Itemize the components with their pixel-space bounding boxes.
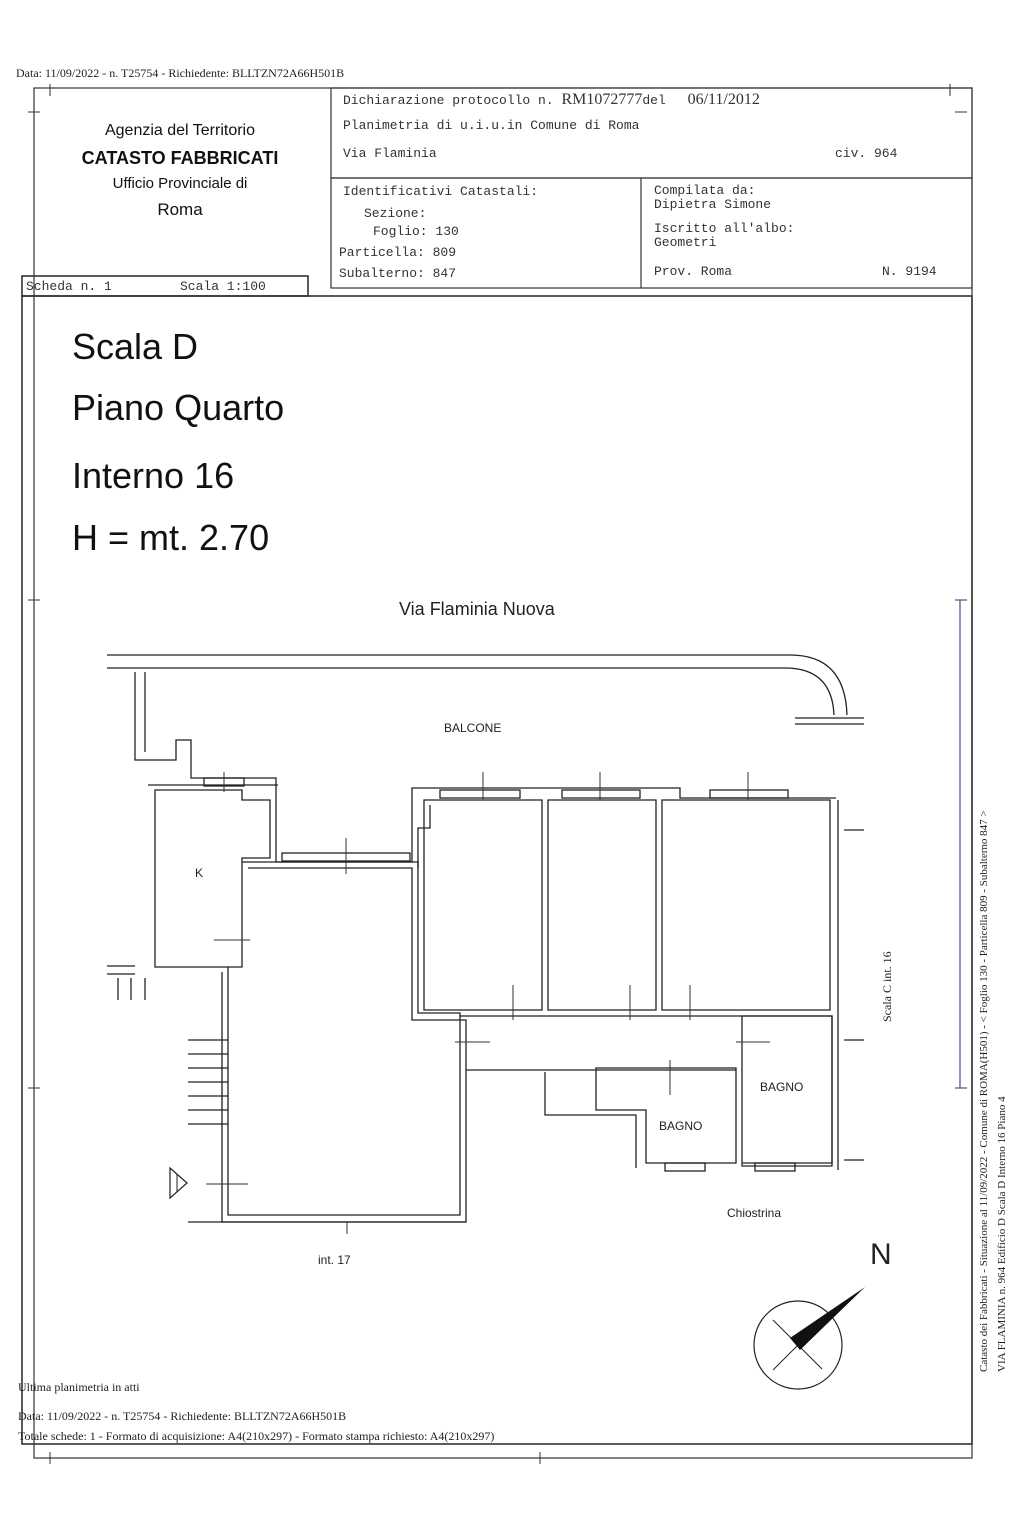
outer-frame	[33, 87, 973, 1459]
side-text-line-2: VIA FLAMINIA n. 964 Edificio D Scala D I…	[996, 1096, 1008, 1372]
chiostrina-label: Chiostrina	[727, 1206, 782, 1220]
scala-c-label: Scala C int. 16	[880, 951, 894, 1022]
footer-data-line: Data: 11/09/2022 - n. T25754 - Richieden…	[18, 1409, 347, 1423]
catastali-subalterno: Subalterno: 847	[339, 266, 457, 281]
drawing-frame	[21, 295, 973, 1445]
compilata-prov: Prov. Roma	[654, 264, 733, 279]
int17-label: int. 17	[318, 1253, 351, 1267]
scala-title: Scala D	[72, 326, 199, 367]
height-title: H = mt. 2.70	[72, 517, 270, 558]
balcone-label: BALCONE	[444, 721, 502, 735]
side-text-line-1: Catasto dei Fabbricati - Situazione al 1…	[978, 810, 990, 1372]
compilata-albo-value: Geometri	[654, 235, 717, 250]
identifiers-box	[330, 177, 973, 289]
civ-line: civ. 964	[835, 146, 898, 161]
north-label: N	[870, 1238, 892, 1271]
compilata-number: N. 9194	[882, 264, 937, 279]
piano-title: Piano Quarto	[72, 387, 285, 428]
protocol-number: RM1072777	[561, 91, 643, 108]
protocol-date: 06/11/2012	[687, 91, 760, 108]
catastali-title: Identificativi Catastali:	[343, 184, 539, 199]
agency-line-3: Ufficio Provinciale di	[112, 175, 248, 192]
planimetria-line: Planimetria di u.i.u.in Comune di Roma	[343, 118, 640, 133]
catastali-sezione: Sezione:	[364, 206, 427, 221]
top-meta-line: Data: 11/09/2022 - n. T25754 - Richieden…	[16, 66, 345, 80]
north-compass	[753, 1287, 865, 1390]
protocol-label: Dichiarazione protocollo n.	[343, 93, 554, 108]
catastali-particella: Particella: 809	[339, 245, 457, 260]
agency-line-2: CATASTO FABBRICATI	[81, 148, 279, 168]
footer-totale-line: Totale schede: 1 - Formato di acquisizio…	[18, 1429, 495, 1443]
agency-line-4: Roma	[157, 200, 203, 219]
bagno-label-2: BAGNO	[760, 1080, 804, 1094]
ultima-line: Ultima planimetria in atti	[18, 1380, 140, 1394]
bagno-label-1: BAGNO	[659, 1119, 703, 1133]
via-line: Via Flaminia	[343, 146, 437, 161]
compilata-name: Dipietra Simone	[654, 197, 772, 212]
scheda-scale: Scala 1:100	[180, 279, 266, 294]
catastali-foglio: Foglio: 130	[373, 224, 459, 239]
agency-line-1: Agenzia del Territorio	[104, 122, 255, 139]
compilata-title: Compilata da:	[654, 183, 756, 198]
protocol-line: Dichiarazione protocollo n. RM1072777del…	[343, 91, 760, 109]
kitchen-label: K	[195, 866, 204, 880]
compilata-albo: Iscritto all'albo:	[654, 221, 795, 236]
protocol-del: del	[642, 93, 666, 108]
interno-title: Interno 16	[72, 455, 235, 496]
street-label: Via Flaminia Nuova	[399, 599, 555, 619]
scheda-label: Scheda n. 1	[26, 279, 112, 294]
